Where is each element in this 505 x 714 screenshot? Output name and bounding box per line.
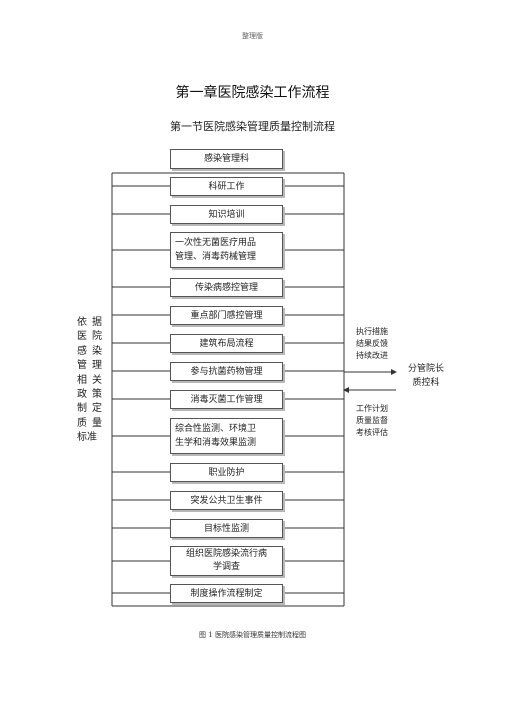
basis-char: 相 bbox=[77, 374, 87, 386]
basis-char: 标准 bbox=[77, 432, 97, 444]
flow-item-label-line2: 管理、消毒药械管理 bbox=[175, 252, 257, 262]
flow-item-label: 重点部门感控管理 bbox=[190, 310, 263, 321]
plan-note-line: 工作计划 bbox=[356, 404, 388, 413]
leader-note-line: 分管院长 bbox=[407, 364, 444, 374]
flow-item-public-health-emergency: 突发公共卫生事件 bbox=[170, 491, 283, 510]
basis-char: 关 bbox=[92, 374, 102, 386]
flow-item-procedures: 制度操作流程制定 bbox=[170, 584, 283, 603]
basis-char: 医 bbox=[77, 331, 87, 343]
flow-item-sterile-supplies: 一次性无菌医疗用品 管理、消毒药械管理 bbox=[170, 232, 283, 268]
basis-char: 染 bbox=[92, 345, 102, 357]
flow-item-label-line2: 生学和消毒效果监测 bbox=[175, 438, 257, 448]
flow-item-epidemiology: 组织医院感染流行病 学调查 bbox=[170, 546, 283, 576]
basis-char: 感 bbox=[77, 345, 87, 357]
flow-item-label: 建筑布局流程 bbox=[199, 338, 254, 349]
basis-char: 质 bbox=[77, 417, 87, 429]
basis-char: 据 bbox=[92, 317, 102, 328]
basis-column-1: 依 医 感 管 相 政 制 质 标准 bbox=[77, 316, 97, 446]
basis-char: 定 bbox=[92, 403, 102, 415]
plan-note-line: 考核评估 bbox=[356, 428, 388, 437]
flow-item-label-line2: 学调查 bbox=[212, 562, 240, 572]
flow-item-targeted-monitoring: 目标性监测 bbox=[170, 519, 283, 538]
flow-item-training: 知识培训 bbox=[170, 205, 283, 224]
basis-char: 依 bbox=[77, 317, 87, 328]
basis-char: 制 bbox=[77, 403, 87, 415]
feedback-note: 执行措施 结果反馈 持续改进 bbox=[350, 326, 394, 362]
top-box-label: 感染管理科 bbox=[203, 154, 249, 164]
feedback-note-line: 结果反馈 bbox=[356, 339, 388, 348]
flow-item-label: 目标性监测 bbox=[203, 523, 249, 534]
header-note: 整理版 bbox=[242, 32, 263, 40]
figure-caption: 图 1 医院感染管理质量控制流程图 bbox=[199, 631, 306, 639]
basis-char: 院 bbox=[92, 331, 102, 343]
flow-item-label: 职业防护 bbox=[208, 467, 245, 478]
flow-item-label-line1: 综合性监测、环境卫 bbox=[175, 424, 257, 434]
flow-item-building-layout: 建筑布局流程 bbox=[170, 334, 283, 353]
plan-note-line: 质量监督 bbox=[356, 416, 388, 425]
flow-item-key-departments: 重点部门感控管理 bbox=[170, 306, 283, 325]
basis-char: 量 bbox=[92, 417, 102, 429]
basis-column-2: 据 院 染 理 关 策 定 量 bbox=[92, 316, 102, 431]
flow-item-label: 传染病感控管理 bbox=[194, 282, 258, 293]
plan-note: 工作计划 质量监督 考核评估 bbox=[350, 403, 394, 439]
basis-char: 策 bbox=[92, 389, 102, 401]
flow-item-disinfection: 消毒灭菌工作管理 bbox=[170, 390, 283, 409]
basis-char: 理 bbox=[92, 360, 102, 372]
feedback-note-line: 持续改进 bbox=[356, 351, 388, 360]
top-box-infection-management: 感染管理科 bbox=[170, 149, 283, 169]
basis-char: 政 bbox=[77, 389, 87, 401]
flow-item-label: 科研工作 bbox=[208, 181, 245, 192]
flow-item-label-line1: 组织医院感染流行病 bbox=[185, 549, 267, 559]
feedback-note-line: 执行措施 bbox=[356, 327, 388, 336]
flow-item-occupational-protection: 职业防护 bbox=[170, 463, 283, 482]
section-title: 第一节医院感染管理质量控制流程 bbox=[170, 120, 335, 133]
leader-note: 分管院长 质控科 bbox=[398, 362, 454, 390]
flow-item-antibiotics: 参与抗菌药物管理 bbox=[170, 362, 283, 381]
flow-item-infectious-disease: 传染病感控管理 bbox=[170, 278, 283, 297]
leader-note-line: 质控科 bbox=[412, 378, 440, 388]
flow-item-label: 知识培训 bbox=[208, 209, 245, 220]
flow-item-label: 参与抗菌药物管理 bbox=[190, 366, 263, 377]
flow-item-comprehensive-monitoring: 综合性监测、环境卫 生学和消毒效果监测 bbox=[170, 418, 283, 454]
basis-char: 管 bbox=[77, 360, 87, 372]
flow-item-label: 突发公共卫生事件 bbox=[190, 495, 263, 506]
flow-item-label-line1: 一次性无菌医疗用品 bbox=[175, 238, 257, 248]
flow-item-label: 制度操作流程制定 bbox=[190, 588, 263, 599]
flow-item-label: 消毒灭菌工作管理 bbox=[190, 394, 263, 405]
page-title: 第一章医院感染工作流程 bbox=[175, 85, 330, 101]
flow-item-research: 科研工作 bbox=[170, 177, 283, 196]
